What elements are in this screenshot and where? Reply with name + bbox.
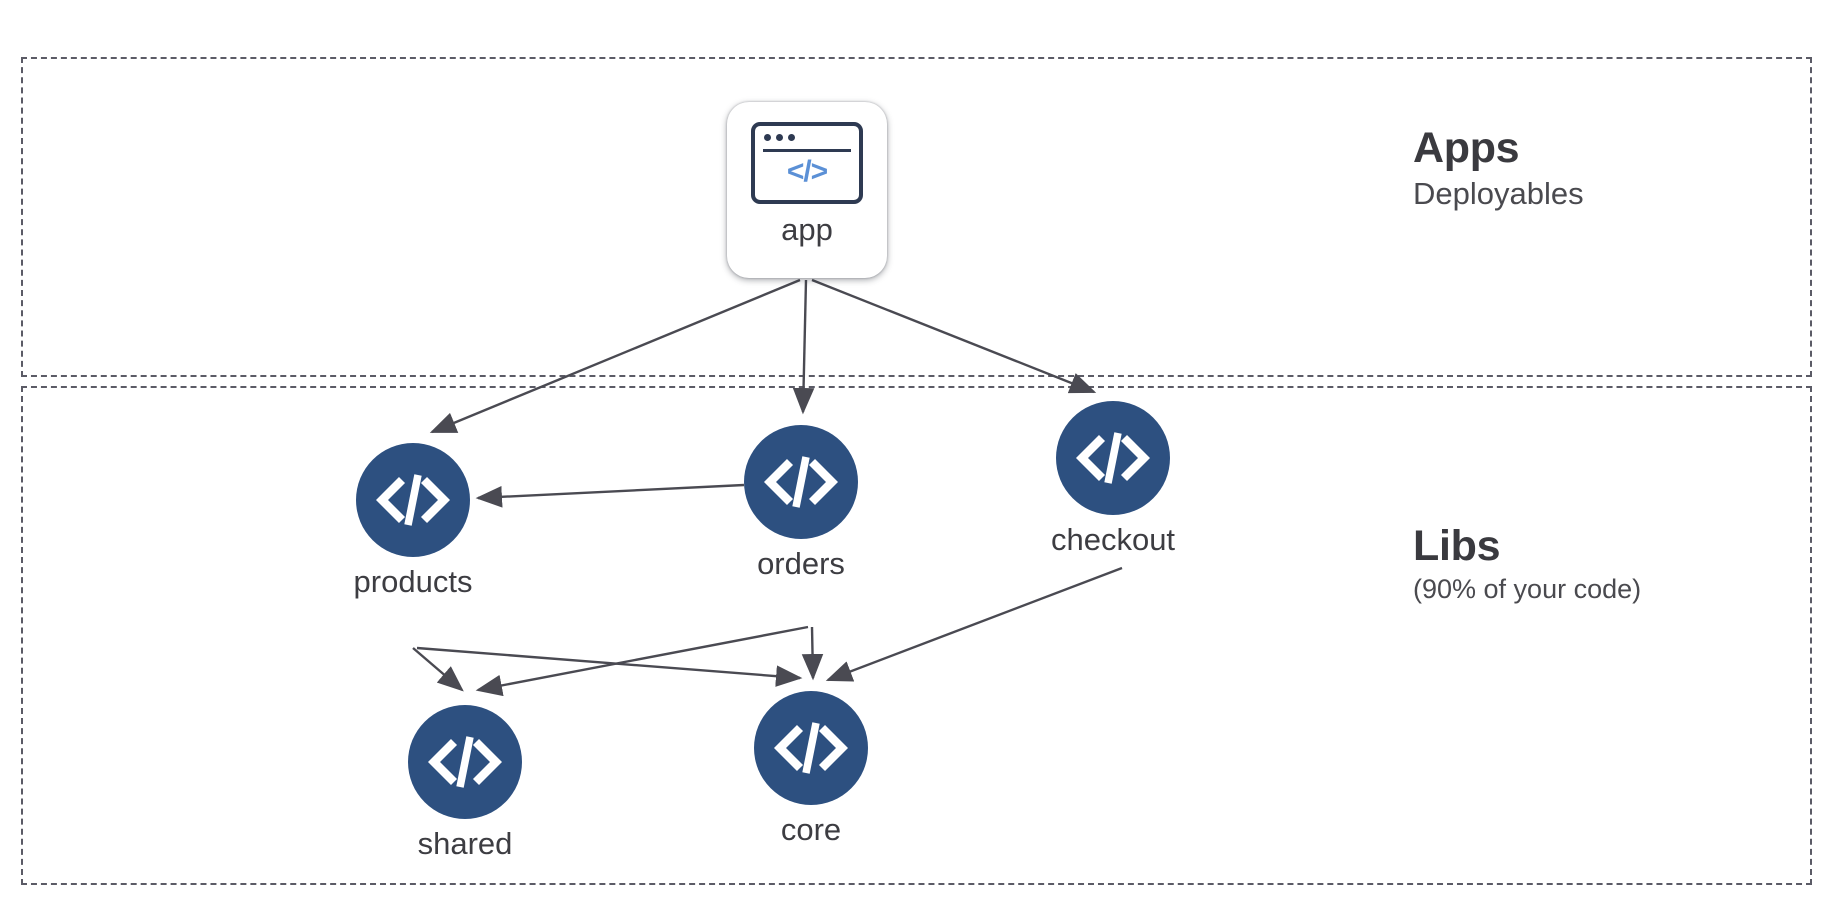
zone-apps-subtitle: Deployables [1413, 176, 1584, 212]
zone-libs-boundary [21, 386, 1812, 885]
zone-apps-legend: Apps Deployables [1413, 124, 1584, 214]
node-products-label: products [353, 564, 473, 599]
zone-apps-title: Apps [1413, 124, 1520, 172]
node-orders[interactable]: orders [744, 425, 858, 581]
code-brackets-icon [744, 425, 858, 539]
node-core-label: core [780, 812, 842, 847]
window-dots-icon [764, 134, 795, 141]
zone-libs-legend: Libs (90% of your code) [1413, 522, 1642, 607]
node-shared-label: shared [417, 826, 513, 861]
zone-libs-subtitle: (90% of your code) [1413, 574, 1642, 605]
code-brackets-icon [356, 443, 470, 557]
node-checkout[interactable]: checkout [1051, 401, 1175, 557]
node-orders-label: orders [757, 546, 845, 581]
node-app-label: app [781, 212, 833, 247]
code-brackets-icon [408, 705, 522, 819]
node-app[interactable]: </> app [727, 102, 887, 278]
code-brackets-icon [1056, 401, 1170, 515]
zone-libs-title: Libs [1413, 522, 1501, 570]
node-core[interactable]: core [754, 691, 868, 847]
node-shared[interactable]: shared [408, 705, 522, 861]
code-glyph: </> [786, 155, 828, 188]
node-products[interactable]: products [353, 443, 473, 599]
node-checkout-label: checkout [1050, 522, 1176, 557]
window-titlebar-rule [763, 149, 851, 152]
zone-apps-boundary [21, 57, 1812, 377]
browser-window-code-icon: </> [751, 122, 863, 204]
code-brackets-icon [754, 691, 868, 805]
